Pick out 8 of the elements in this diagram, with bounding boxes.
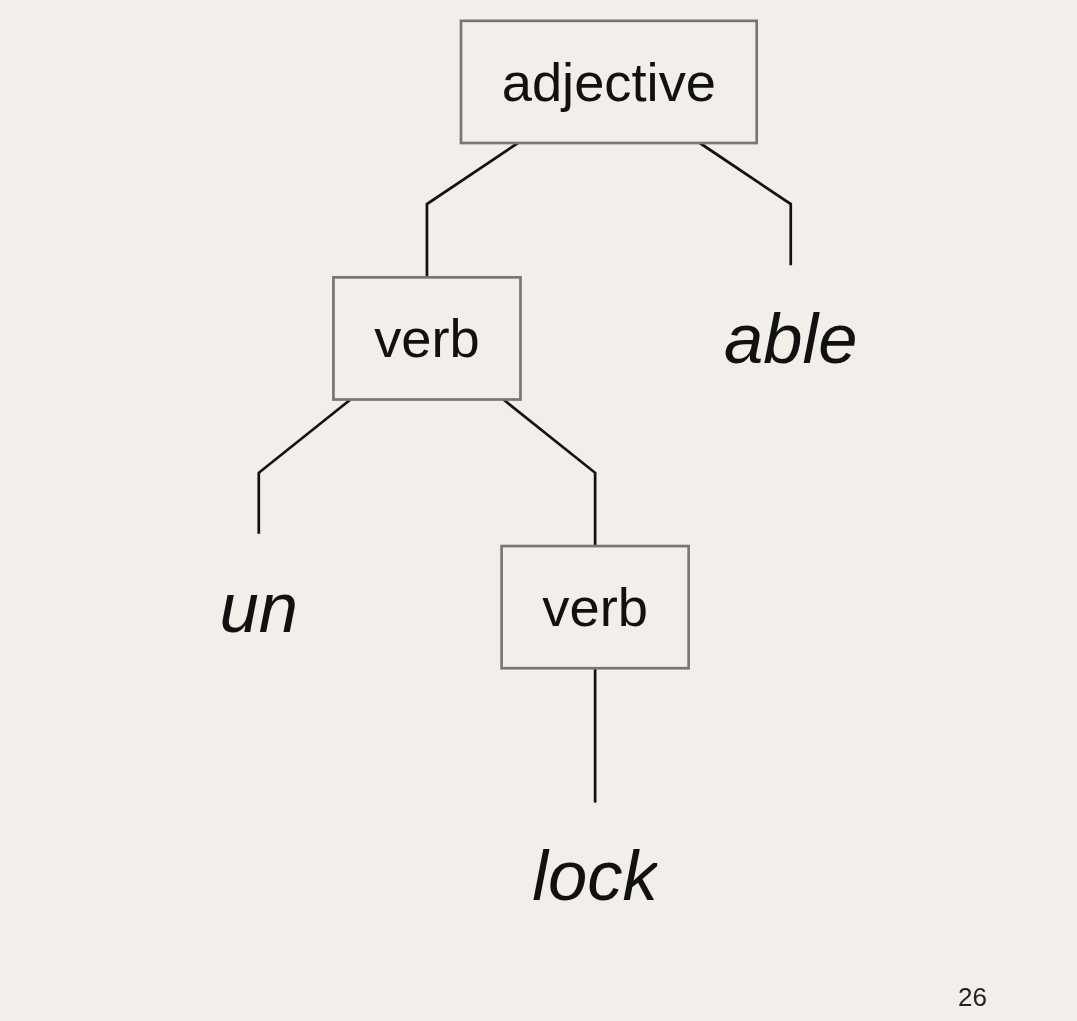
node-text: able <box>724 299 858 378</box>
connector <box>593 668 597 803</box>
node-text: lock <box>532 836 658 916</box>
node-box: verb <box>500 544 690 670</box>
node-box: adjective <box>459 19 759 145</box>
node-box: verb <box>332 276 522 401</box>
node-text: un <box>219 567 299 647</box>
page-number: 26 <box>958 982 987 1012</box>
